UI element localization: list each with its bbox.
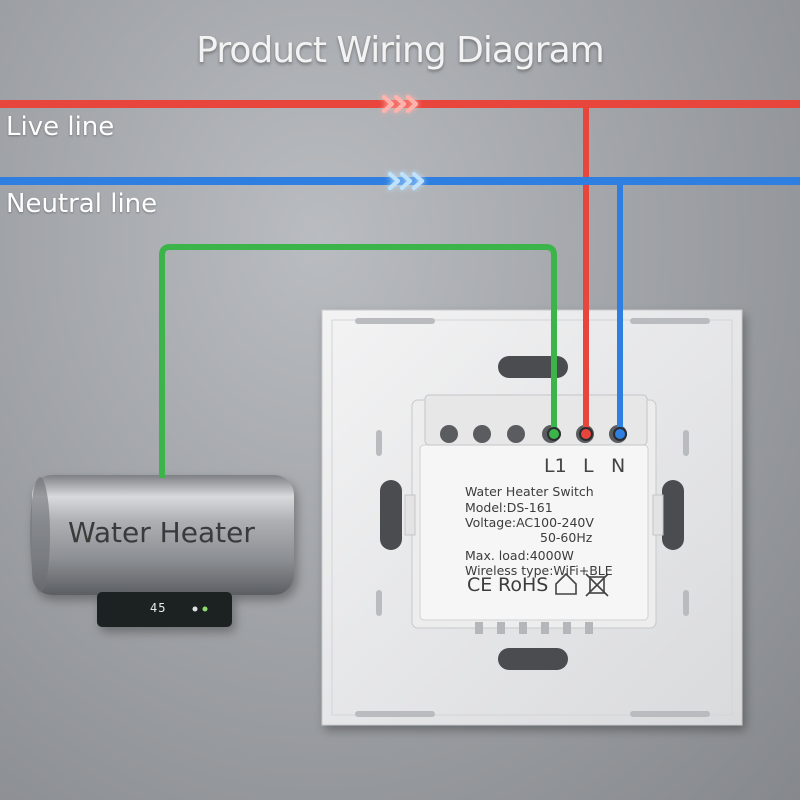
panel-mounting-slots — [355, 318, 710, 717]
ce-mark: CE — [467, 574, 493, 596]
terminal-block — [424, 394, 648, 446]
water-heater-label: Water Heater — [68, 516, 255, 549]
live-line-wire — [0, 100, 800, 108]
spec-name: Water Heater Switch — [465, 484, 594, 499]
spec-model: Model:DS-161 — [465, 500, 553, 515]
spec-wireless: Wireless type:WiFi+BLE — [465, 563, 613, 578]
neutral-line-label: Neutral line — [6, 189, 158, 219]
live-line-label: Live line — [6, 112, 115, 142]
heater-display-dots — [192, 606, 208, 612]
terminal-label-l: L — [583, 455, 594, 477]
spec-voltage: Voltage:AC100-240V — [465, 515, 594, 530]
rohs-mark: RoHS — [498, 574, 549, 596]
terminal-label-n: N — [611, 455, 626, 477]
diagram-title: Product Wiring Diagram — [196, 30, 604, 71]
water-heater — [30, 475, 294, 627]
home-icon — [555, 572, 577, 595]
neutral-flow-arrow-icon — [388, 172, 424, 190]
terminal-label-l1: L1 — [544, 455, 567, 477]
heater-temperature-display: 45 — [150, 601, 167, 615]
load-wire — [159, 244, 557, 478]
spec-frequency: 50-60Hz — [540, 530, 593, 545]
weee-bin-icon — [585, 573, 609, 597]
spec-max-load: Max. load:4000W — [465, 548, 574, 563]
live-flow-arrow-icon — [382, 95, 418, 113]
